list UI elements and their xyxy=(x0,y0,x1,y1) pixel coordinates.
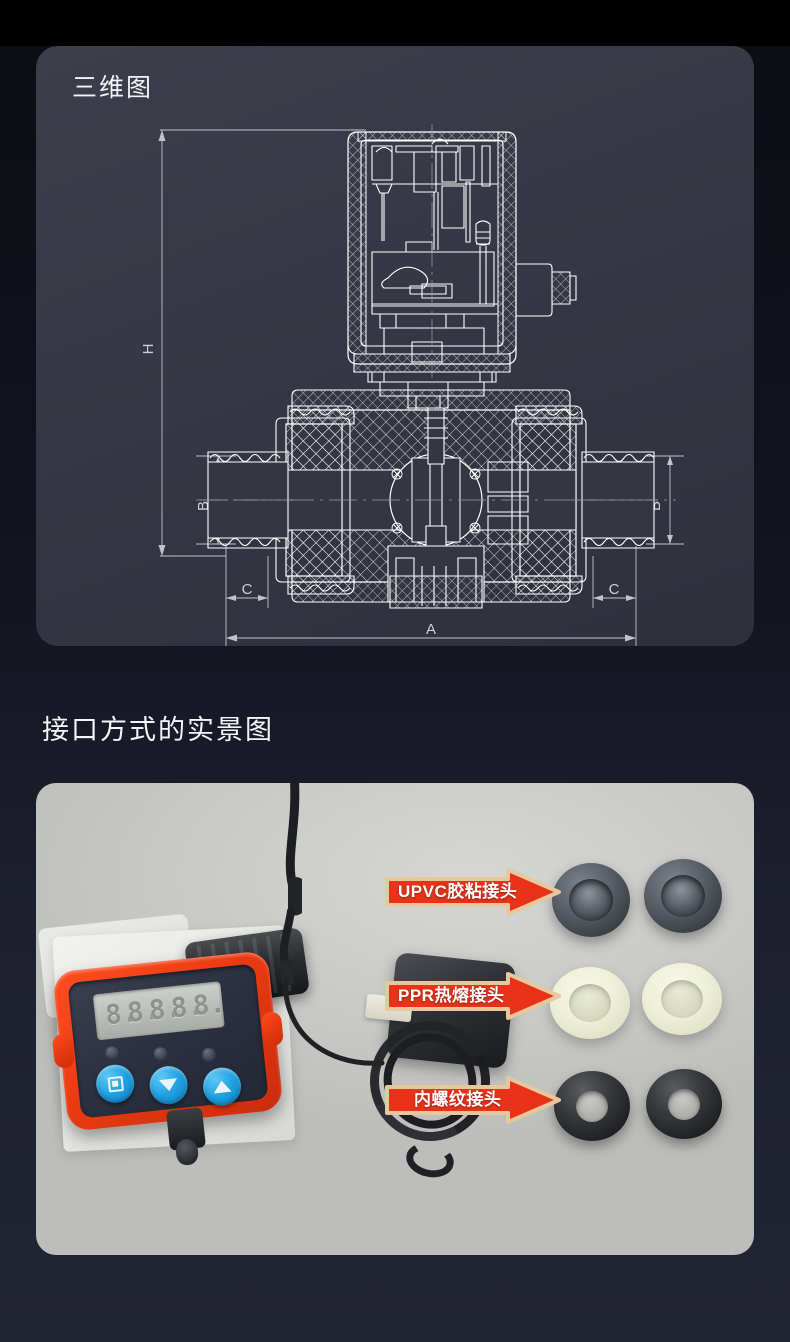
dim-label-b-left: B xyxy=(195,501,212,511)
power-cable xyxy=(279,783,385,1066)
label-ppr-fusion-joint: PPR热熔接头 xyxy=(384,971,562,1021)
label-female-thread-joint: 内螺纹接头 xyxy=(384,1075,562,1125)
label-ppr-text: PPR热熔接头 xyxy=(398,986,505,1005)
interface-types-photo-card: 8. 8. 8. 8. 8. xyxy=(36,783,754,1255)
three-dimensional-drawing-card: 三维图 xyxy=(36,46,754,646)
cad-section-title: 三维图 xyxy=(72,74,154,102)
photo-section-title: 接口方式的实景图 xyxy=(42,715,274,745)
dim-label-a: A xyxy=(426,621,436,638)
label-upvc-text: UPVC胶粘接头 xyxy=(398,882,518,901)
dim-label-h: H xyxy=(140,344,157,355)
dim-label-c-left: C xyxy=(242,581,253,598)
dim-label-b-right: B xyxy=(647,501,664,511)
label-thread-text: 内螺纹接头 xyxy=(414,1090,502,1109)
ppr-fitting-right xyxy=(642,963,722,1035)
top-black-strip xyxy=(0,0,790,46)
threaded-fitting-left xyxy=(554,1071,630,1141)
upvc-fitting-left xyxy=(552,863,630,937)
valve-section-drawing: H B B C C A xyxy=(140,124,684,646)
upvc-fitting-right xyxy=(644,859,722,933)
dim-label-c-right: C xyxy=(609,581,620,598)
threaded-fitting-right xyxy=(646,1069,722,1139)
cad-drawing-stage: H B B C C A xyxy=(36,46,754,646)
label-upvc-glue-joint: UPVC胶粘接头 xyxy=(384,867,562,917)
ppr-fitting-left xyxy=(550,967,630,1039)
